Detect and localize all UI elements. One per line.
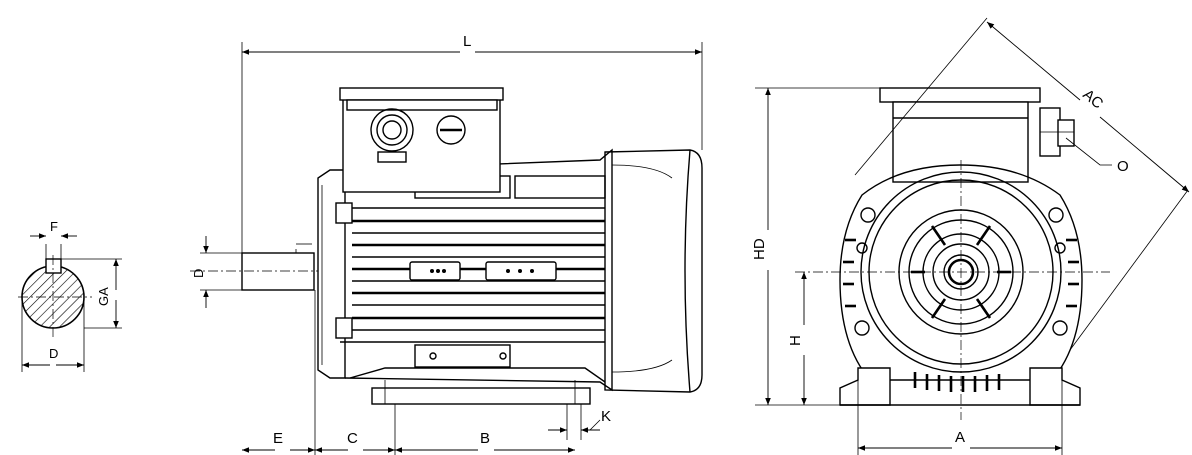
dim-label-AC: AC	[1079, 86, 1106, 113]
dim-label-L: L	[463, 33, 471, 50]
motor-side-view: L D E C B K	[190, 33, 703, 455]
dim-label-O: O	[1117, 158, 1129, 175]
shaft-section-view: F GA D	[18, 219, 122, 372]
dim-label-HD: HD	[751, 238, 768, 260]
dim-label-E: E	[273, 430, 283, 447]
dim-label-F: F	[50, 219, 58, 234]
dim-label-GA: GA	[96, 287, 111, 306]
motor-frame-outline	[839, 164, 1083, 381]
side-fins	[843, 238, 1079, 308]
cooling-fins	[340, 207, 605, 343]
bottom-fins	[913, 372, 1001, 392]
dim-label-B: B	[480, 430, 490, 447]
motor-shaft	[241, 252, 315, 291]
dim-label-C: C	[347, 430, 358, 447]
shaft-keyway	[45, 258, 62, 274]
dim-label-D-side: D	[191, 269, 206, 278]
motor-front-view: HD H A AC O	[751, 17, 1190, 455]
dim-label-A: A	[955, 429, 965, 446]
dim-label-D-shaft: D	[49, 346, 58, 361]
fan-cowl	[604, 149, 703, 393]
dim-label-H: H	[787, 335, 804, 346]
dim-label-K: K	[601, 408, 611, 425]
